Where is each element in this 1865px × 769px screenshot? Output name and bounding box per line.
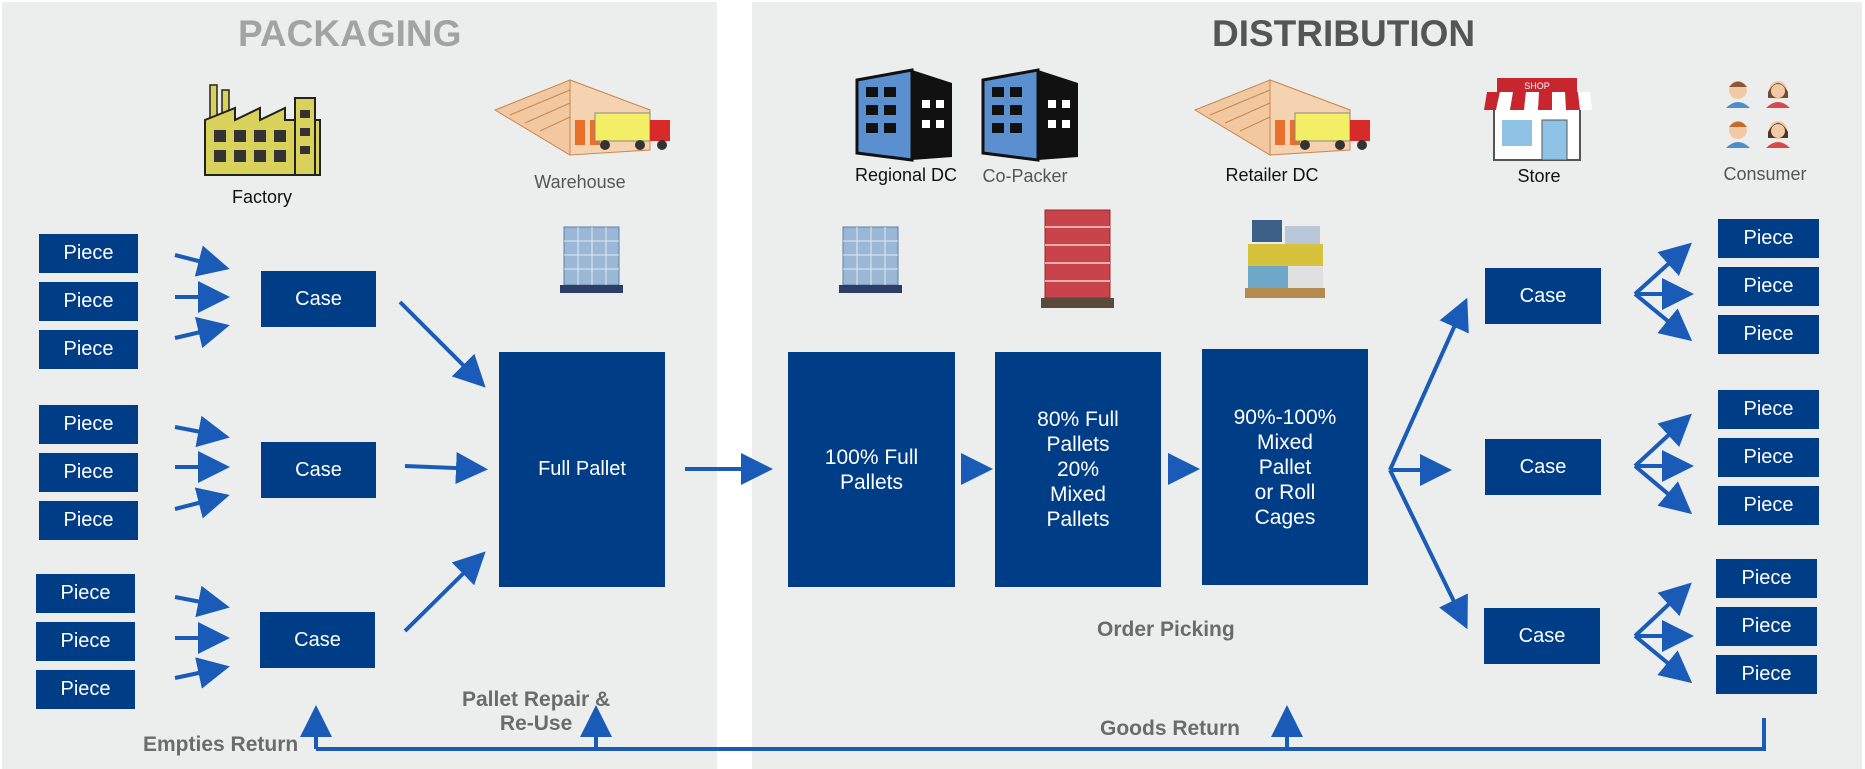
piece-box: Piece bbox=[39, 234, 138, 273]
case-to-piece-arrow bbox=[1633, 634, 1693, 684]
piece-box: Piece bbox=[1718, 267, 1819, 306]
piece-to-case-arrow bbox=[174, 415, 230, 448]
store-icon: SHOP bbox=[1484, 78, 1592, 161]
piece-to-case-arrow bbox=[174, 585, 230, 618]
pallet-repair-label: Pallet Repair & Re-Use bbox=[462, 688, 611, 735]
retailer-dc-warehouse-icon bbox=[1193, 79, 1370, 156]
case-to-piece-arrow bbox=[1633, 292, 1693, 342]
case-to-pallet-arrow bbox=[404, 452, 488, 485]
case-to-pallet-arrow bbox=[403, 551, 486, 633]
case-to-piece-arrow bbox=[1633, 242, 1692, 296]
order-picking-label: Order Picking bbox=[1097, 618, 1235, 641]
piece-box: Piece bbox=[39, 453, 138, 492]
case-to-piece-arrow bbox=[1633, 413, 1692, 468]
pallet-water-icon bbox=[560, 226, 623, 293]
regional-dc-label: Regional DC bbox=[854, 165, 958, 185]
piece-box: Piece bbox=[36, 622, 135, 661]
case-to-pallet-arrow bbox=[398, 300, 486, 388]
piece-box: Piece bbox=[36, 670, 135, 709]
piece-box: Piece bbox=[1716, 655, 1817, 694]
case-to-piece-arrow bbox=[1633, 464, 1693, 515]
retailer-to-case-arrow bbox=[1388, 469, 1468, 630]
warehouse-icon bbox=[493, 79, 670, 156]
piece-box: Piece bbox=[1718, 486, 1819, 525]
piece-box: Piece bbox=[1718, 219, 1819, 258]
store-label: Store bbox=[1517, 166, 1561, 186]
case-to-piece-arrow bbox=[1633, 582, 1692, 638]
empties-return-label: Empties Return bbox=[143, 733, 299, 756]
case-box: Case bbox=[1485, 439, 1601, 495]
retailer-dc-label: Retailer DC bbox=[1225, 165, 1319, 185]
case-box: Case bbox=[1484, 608, 1600, 664]
piece-to-case-arrow bbox=[174, 316, 230, 349]
retailer-to-case-arrow bbox=[1388, 297, 1469, 471]
store-sign-text: SHOP bbox=[1524, 81, 1550, 91]
piece-box: Piece bbox=[1718, 438, 1819, 477]
case-box: Case bbox=[1485, 268, 1601, 324]
piece-box: Piece bbox=[1716, 607, 1817, 646]
factory-icon bbox=[204, 84, 321, 176]
co-packer-building-icon bbox=[981, 68, 1078, 162]
piece-box: Piece bbox=[1718, 315, 1819, 354]
regional-dc-box: 100% Full Pallets bbox=[788, 352, 955, 587]
piece-to-case-arrow bbox=[174, 245, 230, 277]
case-box: Case bbox=[261, 442, 376, 498]
co-packer-box: 80% Full Pallets 20% Mixed Pallets bbox=[995, 352, 1161, 587]
factory-label: Factory bbox=[231, 187, 293, 207]
pallet-mixed-red-icon bbox=[1041, 209, 1114, 308]
regional-dc-building-icon bbox=[855, 68, 952, 162]
piece-to-case-arrow bbox=[174, 487, 230, 519]
piece-box: Piece bbox=[39, 330, 138, 369]
full-pallet-box: Full Pallet bbox=[499, 352, 665, 587]
packaging-title: PACKAGING bbox=[238, 13, 462, 54]
pallet-mixed-icon bbox=[1245, 220, 1325, 298]
piece-box: Piece bbox=[39, 405, 138, 444]
piece-box: Piece bbox=[36, 574, 135, 613]
warehouse-label: Warehouse bbox=[534, 172, 626, 192]
piece-box: Piece bbox=[1718, 390, 1819, 429]
piece-box: Piece bbox=[39, 501, 138, 540]
case-box: Case bbox=[260, 612, 375, 668]
retailer-dc-box: 90%-100% Mixed Pallet or Roll Cages bbox=[1202, 349, 1368, 585]
piece-box: Piece bbox=[1716, 559, 1817, 598]
piece-to-case-arrow bbox=[174, 657, 230, 689]
co-packer-label: Co-Packer bbox=[982, 166, 1068, 186]
case-box: Case bbox=[261, 271, 376, 327]
goods-return-label: Goods Return bbox=[1100, 717, 1240, 740]
pallet-water-icon-2 bbox=[839, 226, 902, 293]
consumer-icon bbox=[1726, 81, 1790, 148]
piece-box: Piece bbox=[39, 282, 138, 321]
distribution-title: DISTRIBUTION bbox=[1212, 13, 1476, 54]
consumer-label: Consumer bbox=[1723, 164, 1807, 184]
